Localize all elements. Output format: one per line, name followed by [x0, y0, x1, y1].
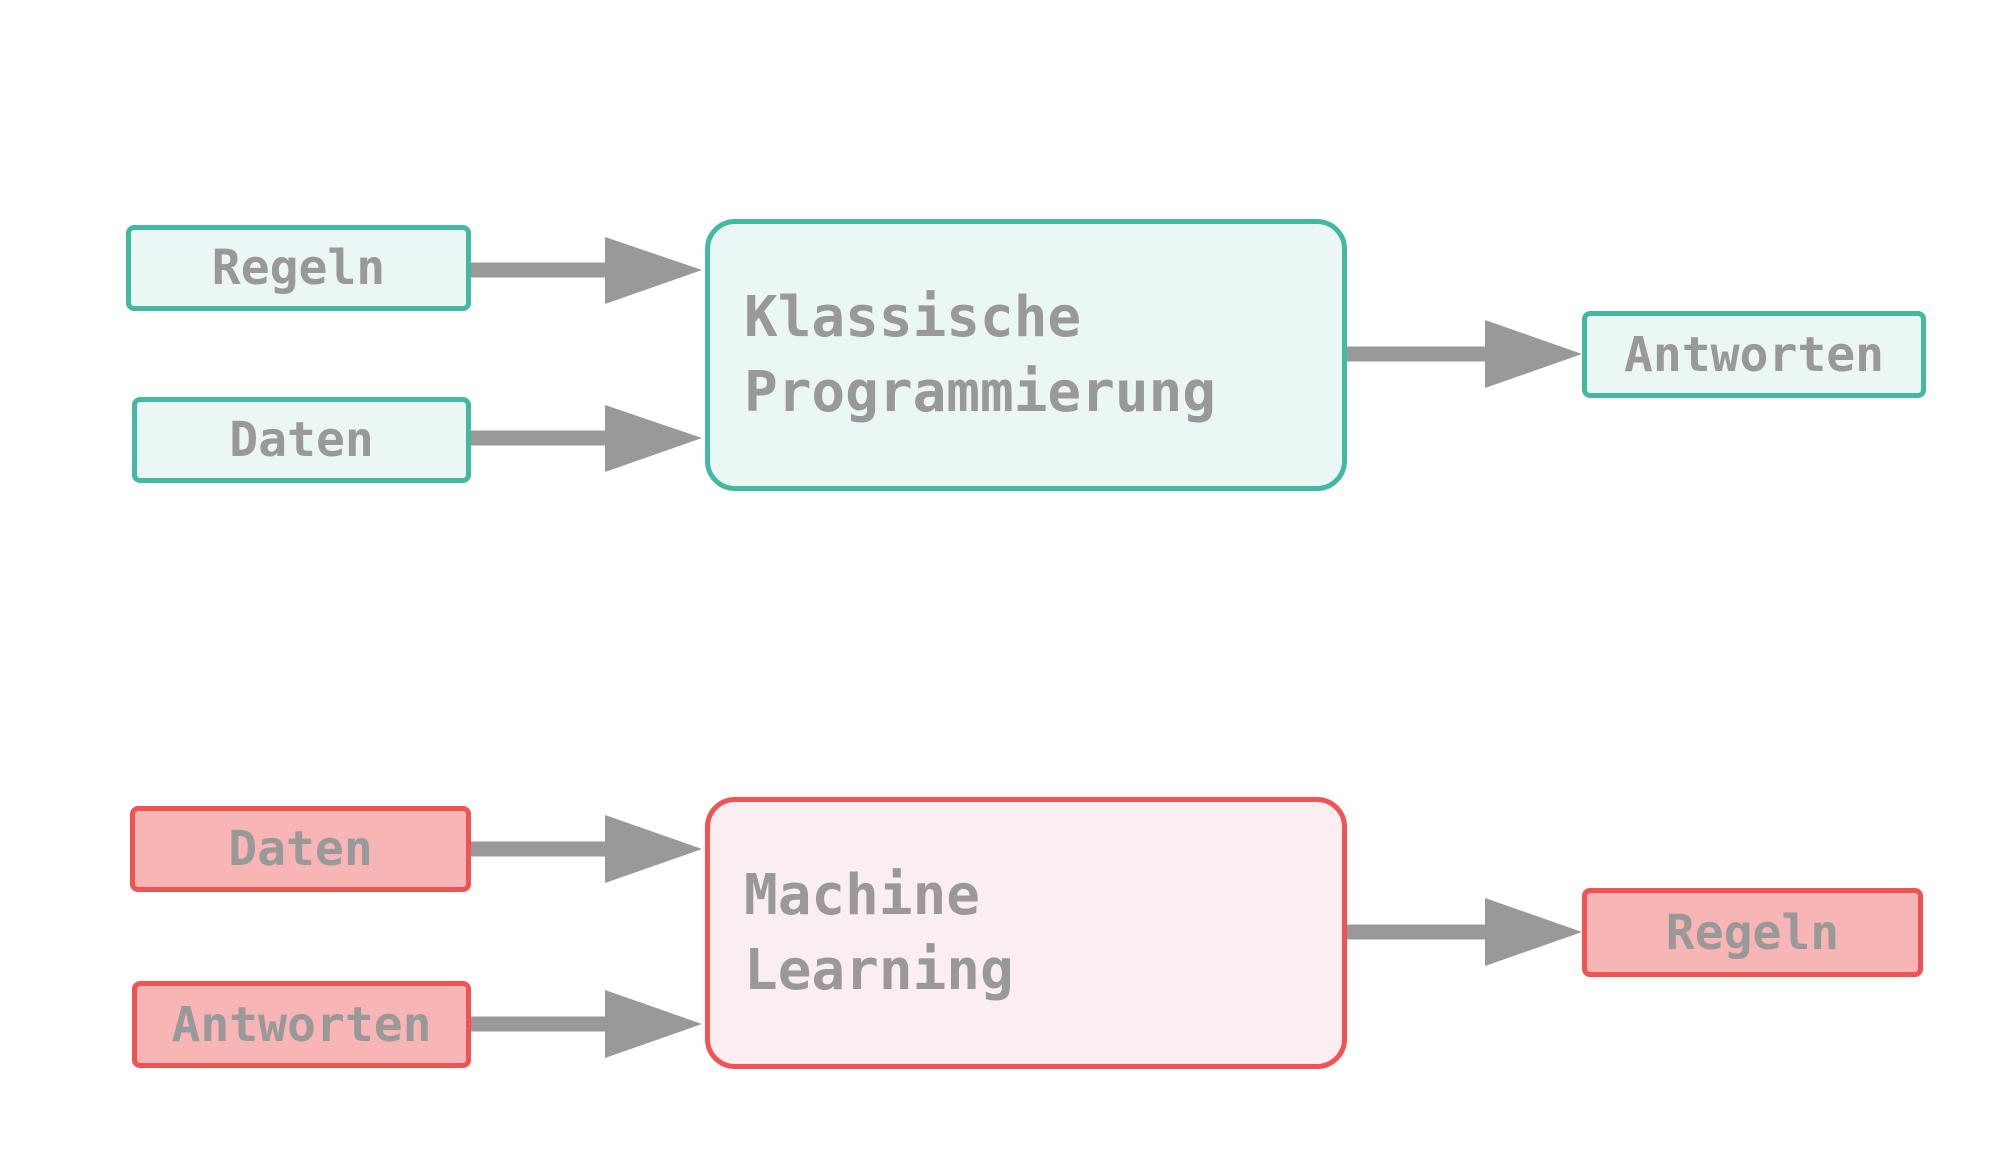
ml-process-label: Machine Learning [744, 863, 1014, 1003]
ml-process-box: Machine Learning [705, 797, 1347, 1069]
arrow-classic-rules [470, 237, 702, 304]
ml-output-rules-box: Regeln [1582, 888, 1923, 977]
arrow-classic-data [470, 405, 702, 472]
classic-output-answers-box: Antworten [1582, 311, 1926, 398]
classic-input-data-label: Daten [229, 412, 374, 468]
ml-input-data-box: Daten [130, 806, 471, 892]
classic-input-rules-label: Regeln [211, 240, 386, 296]
classic-output-answers-label: Antworten [1623, 326, 1885, 383]
ml-input-data-label: Daten [228, 821, 373, 877]
ml-input-answers-box: Antworten [132, 981, 471, 1068]
classic-input-data-box: Daten [132, 397, 471, 483]
classic-process-label: Klassische Programmierung [744, 285, 1217, 425]
arrow-classic-output [1347, 320, 1582, 388]
arrow-ml-output [1347, 898, 1582, 966]
arrow-ml-answers [470, 990, 702, 1058]
classic-process-box: Klassische Programmierung [705, 219, 1347, 491]
arrow-ml-data [470, 815, 702, 883]
ml-input-answers-label: Antworten [171, 996, 432, 1053]
ml-output-rules-label: Regeln [1665, 904, 1840, 961]
classic-input-rules-box: Regeln [126, 225, 471, 311]
